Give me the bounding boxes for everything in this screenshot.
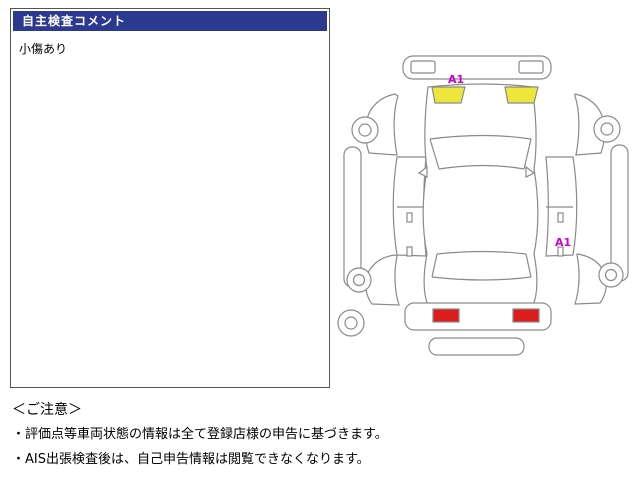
left-mirror — [417, 165, 428, 178]
front-damage-label: A1 — [448, 73, 464, 86]
windshield-right-pillar — [523, 138, 532, 170]
front-right-headlight — [518, 60, 544, 74]
notice-block: ＜ご注意＞ ・評価点等車両状態の情報は全て登録店様の申告に基づきます。 ・AIS… — [12, 401, 388, 476]
rear-lower-bumper — [428, 337, 525, 356]
right-mirror — [525, 165, 536, 178]
front-right-wheel-hub — [600, 122, 614, 136]
side-damage-label: A1 — [555, 236, 571, 249]
front-left-wheel-hub — [358, 123, 372, 137]
car-damage-diagram: A1 A1 — [335, 49, 635, 369]
left-tail-light — [432, 308, 460, 323]
comment-box-header: 自主検査コメント — [13, 11, 327, 31]
left-sill — [343, 146, 362, 288]
right-rear-door-handle — [557, 246, 564, 257]
rear-glass-bottom-line — [431, 276, 532, 281]
damage-mark-front-right — [504, 86, 539, 104]
comment-text: 小傷あり — [19, 42, 68, 56]
front-left-headlight — [410, 60, 436, 74]
notice-title: ＜ご注意＞ — [12, 402, 82, 418]
rear-glass-top-line — [436, 250, 527, 255]
rear-right-quarter — [574, 253, 607, 305]
car-diagram-svg: A1 A1 — [337, 55, 629, 356]
notice-item-1: ・評価点等車両状態の情報は全て登録店様の申告に基づきます。 — [12, 427, 388, 442]
spare-wheel-hub — [344, 316, 358, 330]
rear-left-wheel-hub — [352, 273, 366, 287]
notice-item-2: ・AIS出張検査後は、自己申告情報は閲覧できなくなります。 — [12, 452, 370, 467]
right-sill — [610, 144, 629, 282]
windshield-bottom-line — [438, 164, 525, 170]
windshield-left-pillar — [429, 138, 440, 170]
rear-right-wheel-hub — [604, 268, 618, 282]
left-front-door-handle — [406, 212, 413, 223]
rear-left-quarter — [365, 254, 400, 306]
right-front-door-handle — [557, 212, 564, 223]
self-inspection-comment-box: 自主検査コメント 小傷あり — [10, 8, 330, 388]
front-bumper — [402, 55, 552, 80]
rear-glass-left-pillar — [431, 253, 438, 278]
left-rear-door-handle — [406, 246, 413, 257]
right-tail-light — [512, 308, 540, 323]
damage-mark-front-left — [431, 86, 466, 104]
rear-glass-right-pillar — [525, 253, 532, 278]
car-outline-group — [337, 55, 629, 356]
windshield-top-line — [429, 134, 532, 140]
car-body-top-view — [422, 83, 539, 309]
